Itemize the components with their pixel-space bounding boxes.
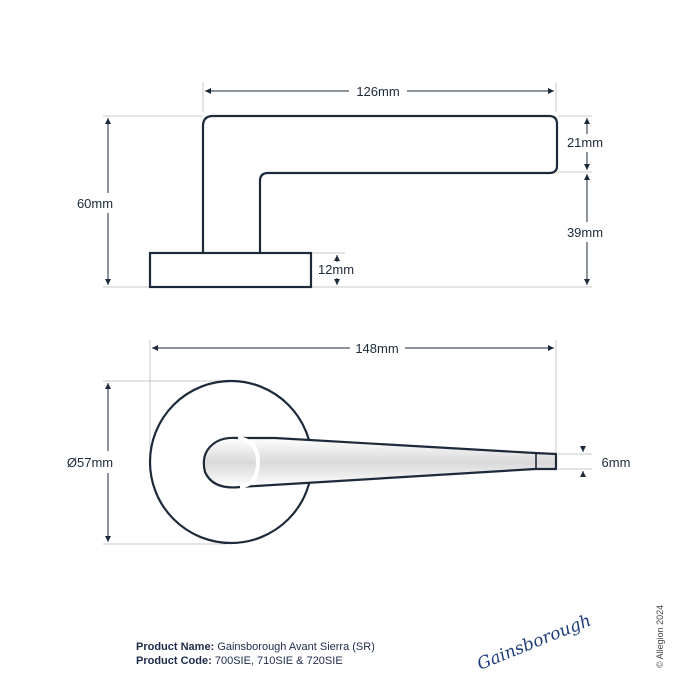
dim-side-neck-height: 39mm xyxy=(567,174,603,285)
dim-top-width-label: 148mm xyxy=(355,341,398,356)
dim-top-lever-tip-label: 6mm xyxy=(602,455,631,470)
dim-side-rose-height-label: 12mm xyxy=(318,262,354,277)
product-code-value: 700SIE, 710SIE & 720SIE xyxy=(214,655,343,667)
lever-neck-detail xyxy=(237,436,261,489)
dim-side-width: 126mm xyxy=(205,84,554,99)
rose-side-profile xyxy=(148,251,313,289)
dim-side-lever-height-label: 21mm xyxy=(567,135,603,150)
copyright-text: © Allegion 2024 xyxy=(655,604,665,668)
dim-top-rose-diameter-label: Ø57mm xyxy=(67,455,113,470)
dim-top-rose-diameter: Ø57mm xyxy=(67,383,113,542)
top-view: 148mm Ø57mm 6mm xyxy=(67,340,631,545)
product-name-label: Product Name: xyxy=(136,641,215,653)
dim-side-width-label: 126mm xyxy=(356,84,399,99)
gainsborough-logo: Gainsborough xyxy=(474,611,594,675)
side-view: 126mm 60mm 21mm 39mm 12mm xyxy=(77,82,603,289)
dim-top-lever-tip: 6mm xyxy=(580,446,631,477)
side-extension-lines xyxy=(103,82,592,288)
logo-text: Gainsborough xyxy=(474,611,594,675)
product-code-label: Product Code: xyxy=(136,655,212,667)
dim-side-neck-height-label: 39mm xyxy=(567,225,603,240)
dim-side-total-height-label: 60mm xyxy=(77,196,113,211)
lever-side-profile xyxy=(201,114,559,253)
product-name-value: Gainsborough Avant Sierra (SR) xyxy=(217,641,375,653)
dim-side-rose-height: 12mm xyxy=(318,255,354,285)
product-code-line: Product Code: 700SIE, 710SIE & 720SIE xyxy=(136,654,343,668)
dim-side-total-height: 60mm xyxy=(77,118,113,285)
product-name-line: Product Name: Gainsborough Avant Sierra … xyxy=(136,640,375,654)
top-extension-lines xyxy=(103,340,592,545)
dim-top-width: 148mm xyxy=(152,341,554,356)
dim-side-lever-height: 21mm xyxy=(567,118,603,170)
